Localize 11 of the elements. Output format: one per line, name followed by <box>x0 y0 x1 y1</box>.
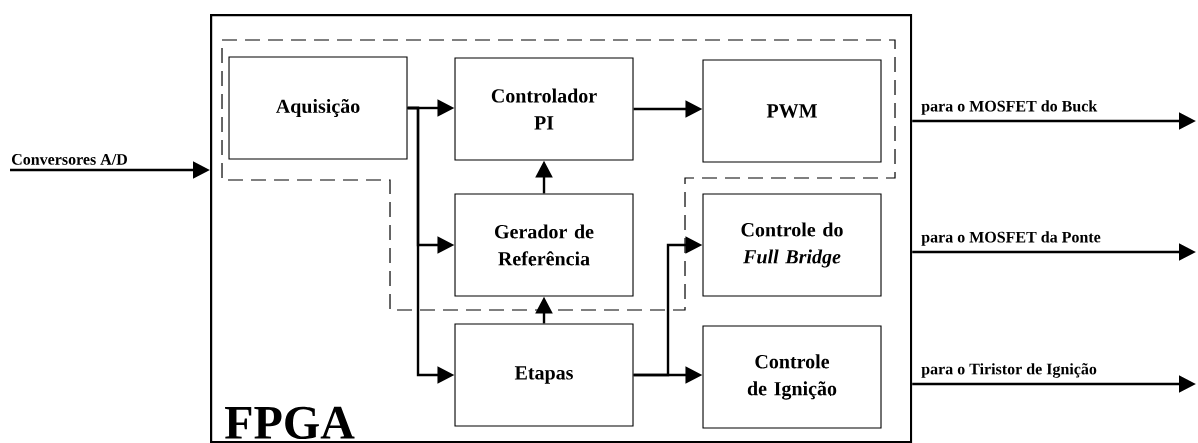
process-box: Controle do Full Bridge <box>702 193 882 297</box>
edge-label: para o Tiristor de Ignição <box>921 363 1097 378</box>
edge-label: Conversores A/D <box>12 154 127 165</box>
process-box: Controle de Ignição <box>702 325 882 429</box>
process-box: Controlador PI <box>454 57 634 161</box>
process-box: Etapas <box>454 323 634 427</box>
process-box: Gerador de Referência <box>454 193 634 297</box>
edge-label: para o MOSFET da Ponte <box>921 231 1101 246</box>
process-box: Aquisição <box>228 56 408 160</box>
process-box: PWM <box>702 59 882 163</box>
edge-label: para o MOSFET do Buck <box>921 100 1098 115</box>
